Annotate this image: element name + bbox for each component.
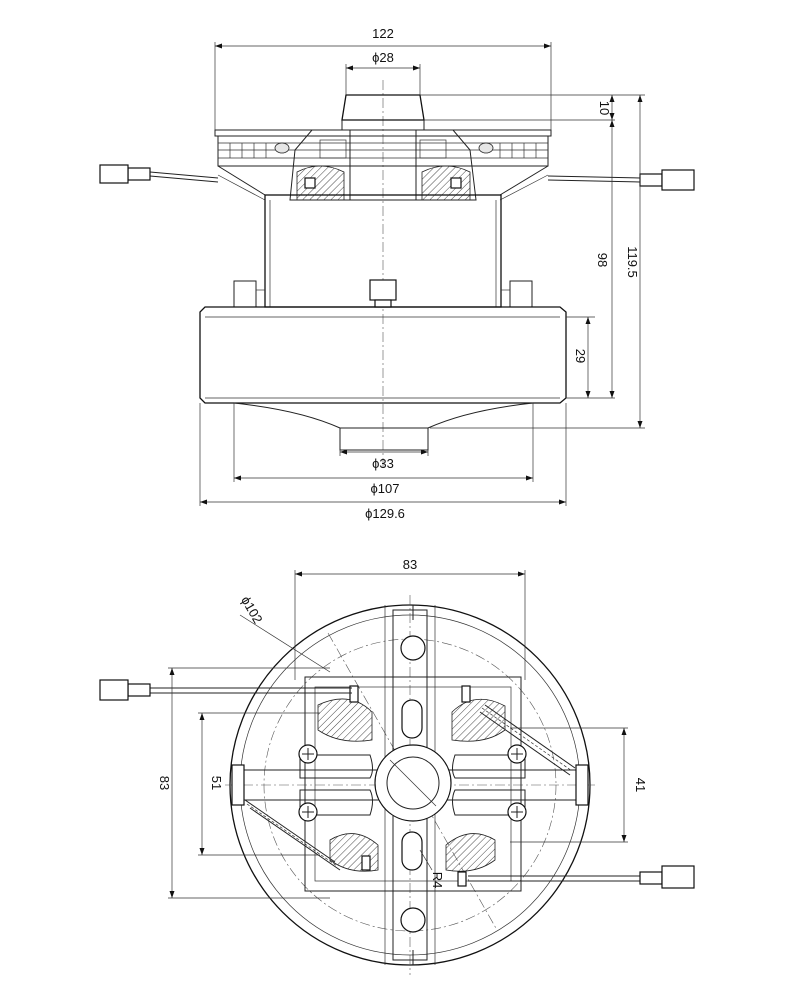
- dim-83-width-label: 83: [403, 557, 417, 572]
- dim-10-label: 10: [597, 101, 612, 115]
- dim-83-height-label: 83: [157, 776, 172, 790]
- dim-top-diameter: ϕ28: [345, 50, 421, 95]
- dim-body-height: 98: [566, 120, 615, 399]
- dim-inner-height: 51: [198, 712, 320, 856]
- front-view: 122 ϕ28 10 98 119.5: [99, 26, 695, 521]
- dim-phi129-6-label: ϕ129.6: [365, 506, 405, 521]
- bottom-hole: [400, 907, 426, 933]
- dim-overall-width: 122: [214, 26, 552, 130]
- dim-51-label: 51: [209, 776, 224, 790]
- dim-span-width: 83: [294, 557, 526, 680]
- stator-frame: [304, 676, 522, 892]
- dim-phi33-label: ϕ33: [372, 456, 394, 471]
- upper-slot: [401, 699, 423, 739]
- diagonal-wire-bundles: [244, 704, 576, 871]
- dim-base-diameter: ϕ129.6: [199, 403, 567, 521]
- dim-41-label: 41: [633, 778, 648, 792]
- dim-phi28-label: ϕ28: [372, 50, 394, 65]
- top-flange: [214, 129, 552, 201]
- bearing-housing: [274, 120, 494, 201]
- dim-span-height: 83: [157, 667, 330, 899]
- dim-29-label: 29: [573, 349, 588, 363]
- dim-r4-label: R4: [430, 872, 445, 889]
- dim-base-height: 29: [566, 316, 595, 398]
- dim-122-label: 122: [372, 26, 394, 41]
- dim-outlet-diameter: ϕ33: [339, 449, 429, 471]
- dim-top-step: 10: [420, 94, 615, 121]
- screws: [298, 744, 527, 822]
- dim-slot-radius: R4: [419, 849, 445, 889]
- lower-slot: [401, 831, 423, 871]
- dim-98-label: 98: [595, 253, 610, 267]
- brush-blocks: [317, 685, 506, 887]
- top-view: 83 ϕ102 83 51 41 R: [99, 557, 695, 975]
- dim-circle-diameter: ϕ102: [238, 593, 331, 673]
- dim-right-height: 41: [510, 727, 648, 843]
- dim-phi102-label: ϕ102: [238, 593, 265, 626]
- dim-total-height: 119.5: [430, 94, 645, 429]
- dim-fan-diameter: ϕ107: [233, 403, 534, 496]
- top-wire-leads: [99, 679, 695, 889]
- front-wire-leads: [99, 164, 695, 191]
- dim-119-5-label: 119.5: [625, 246, 640, 278]
- top-hole: [400, 635, 426, 661]
- dim-phi107-label: ϕ107: [371, 481, 400, 496]
